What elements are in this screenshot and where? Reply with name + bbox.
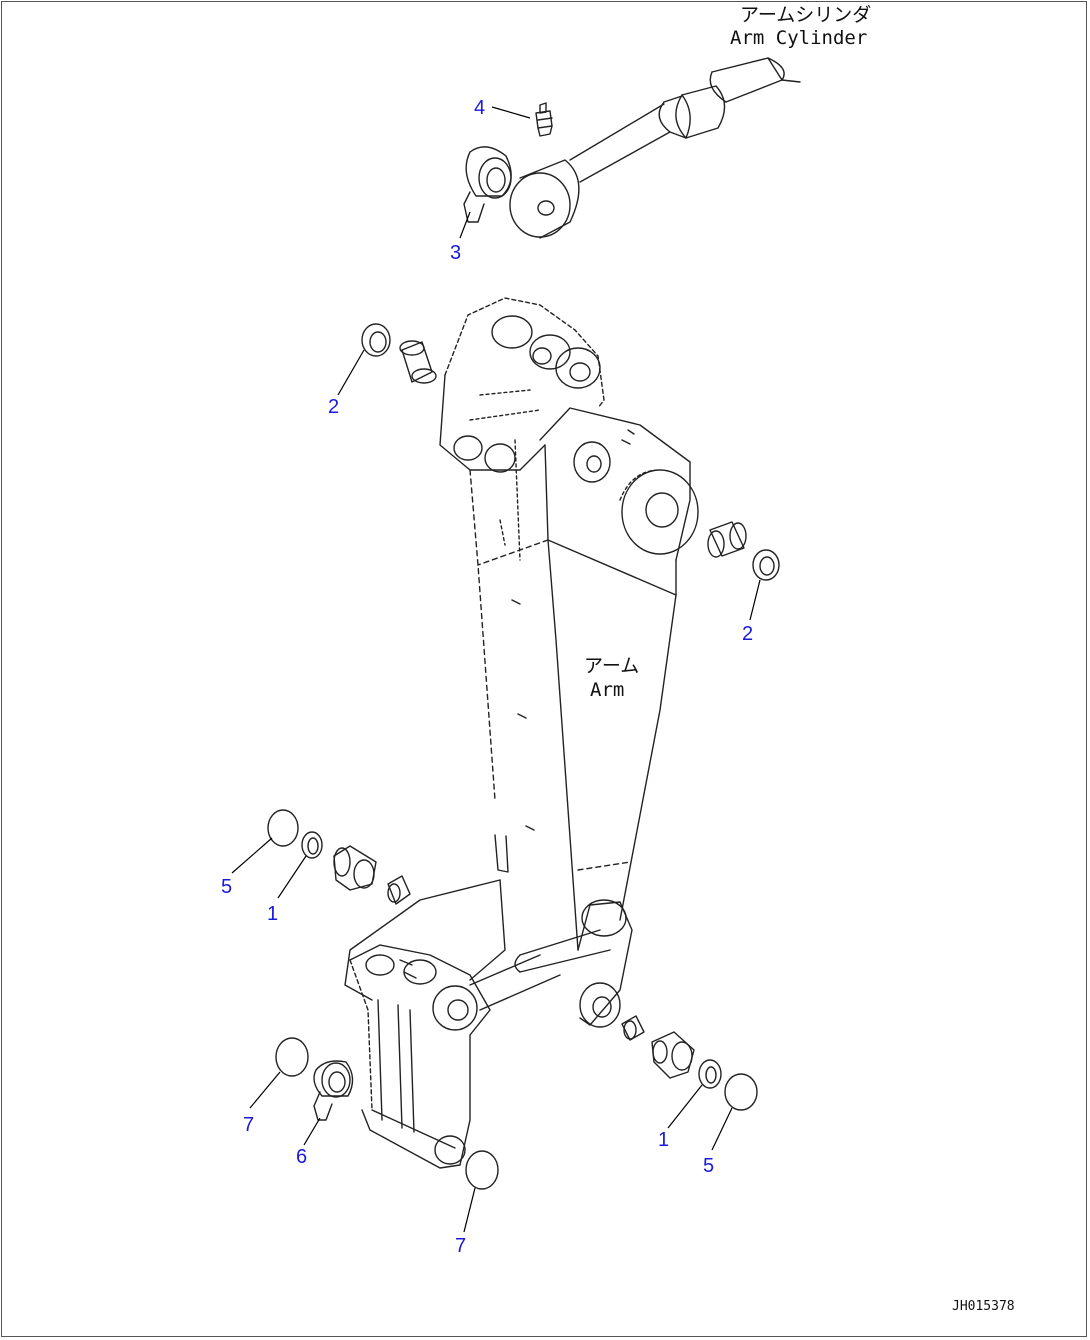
part-label: 1 xyxy=(658,1129,669,1151)
part-label: 5 xyxy=(221,876,232,898)
arm-cylinder xyxy=(509,57,801,239)
part-label: 3 xyxy=(450,242,461,264)
part-label: 5 xyxy=(703,1155,714,1177)
shim-upper-left xyxy=(361,323,391,357)
caption-arm-en: Arm xyxy=(590,679,624,701)
part-label: 2 xyxy=(742,623,753,645)
caption-arm-cylinder-en: Arm Cylinder xyxy=(730,27,867,49)
bushing-lower-right xyxy=(651,1031,695,1079)
pin-with-plate-lower xyxy=(313,1060,354,1121)
part-label: 2 xyxy=(328,396,339,418)
part-label: 7 xyxy=(243,1114,254,1136)
grease-fitting xyxy=(535,102,553,137)
arm-body xyxy=(344,297,699,1169)
o-ring-right xyxy=(724,1073,758,1111)
o-ring-left xyxy=(267,809,299,847)
leader-lines xyxy=(231,106,761,1233)
bushing-lower-left xyxy=(333,845,377,891)
part-label: 4 xyxy=(474,97,485,119)
pin-with-plate xyxy=(463,146,512,223)
caption-arm-cylinder-jp: アームシリンダ xyxy=(740,4,871,26)
bushing-upper-right xyxy=(707,521,747,558)
part-label: 6 xyxy=(296,1146,307,1168)
bushing-upper-left xyxy=(399,340,437,384)
caption-arm-jp: アーム xyxy=(584,655,639,677)
part-label: 7 xyxy=(455,1235,466,1257)
seal-lower-right xyxy=(621,1015,645,1041)
shim-lower-right xyxy=(698,1059,722,1089)
drawing-id: JH015378 xyxy=(952,1299,1015,1314)
seal-lower-left xyxy=(387,875,411,905)
shim-upper-right xyxy=(752,549,780,581)
o-ring-lower-left xyxy=(275,1037,309,1077)
shim-lower-left xyxy=(301,831,323,859)
o-ring-bottom xyxy=(465,1150,499,1190)
part-label: 1 xyxy=(267,903,278,925)
